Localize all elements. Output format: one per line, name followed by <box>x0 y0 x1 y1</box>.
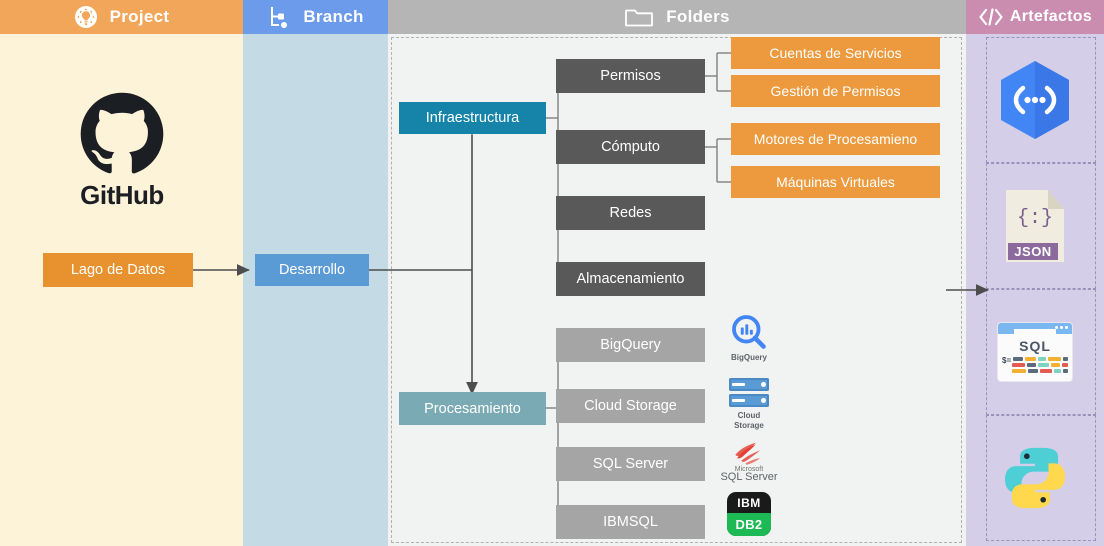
json-file-label: JSON <box>1008 243 1058 260</box>
github-wordmark: GitHub <box>80 180 164 210</box>
code-brackets-icon <box>978 6 1004 28</box>
bigquery-icon-block: BigQuery <box>722 312 776 362</box>
node-procesamiento[interactable]: Procesamiento <box>399 392 546 425</box>
node-desarrollo[interactable]: Desarrollo <box>255 254 369 286</box>
header-branch-label: Branch <box>303 7 364 26</box>
artefactos-cell-1-panel <box>986 37 1096 163</box>
node-bigquery-label: BigQuery <box>600 337 661 353</box>
artefactos-cell-2-panel <box>986 163 1096 289</box>
node-desarrollo-label: Desarrollo <box>278 262 346 278</box>
node-maquinas-virtuales-label: Máquinas Virtuales <box>776 174 895 190</box>
cloud-storage-icon-block: Cloud Storage <box>722 378 776 431</box>
node-almacenamiento-label: Almacenamiento <box>576 271 685 287</box>
node-almacenamiento[interactable]: Almacenamiento <box>556 262 705 296</box>
folder-icon <box>624 5 654 29</box>
header-artefactos-label: Artefactos <box>1009 8 1093 25</box>
node-cloud-storage[interactable]: Cloud Storage <box>556 389 705 423</box>
node-lago-de-datos[interactable]: Lago de Datos <box>43 253 193 287</box>
node-computo-label: Cómputo <box>601 139 660 155</box>
node-infraestructura-label: Infraestructura <box>425 110 520 126</box>
node-permisos[interactable]: Permisos <box>556 59 705 93</box>
sql-server-icon <box>735 442 761 465</box>
node-maquinas-virtuales[interactable]: Máquinas Virtuales <box>731 166 940 198</box>
node-ibmsql[interactable]: IBMSQL <box>556 505 705 539</box>
node-cuentas-de-servicios-label: Cuentas de Servicios <box>769 45 902 61</box>
json-file-icon: {:} JSON <box>1006 190 1064 262</box>
node-sql-server-label: SQL Server <box>592 456 669 472</box>
python-logo-icon <box>1005 447 1065 509</box>
node-infraestructura[interactable]: Infraestructura <box>399 102 546 134</box>
artefactos-item-json[interactable]: {:} JSON <box>966 163 1104 289</box>
header-branch[interactable]: Branch <box>243 0 388 34</box>
node-procesamiento-label: Procesamiento <box>424 400 521 417</box>
cloud-storage-icon <box>729 378 769 410</box>
bigquery-icon <box>732 315 766 349</box>
cloud-storage-label-line1: Cloud <box>737 411 761 420</box>
node-gestion-de-permisos[interactable]: Gestión de Permisos <box>731 75 940 107</box>
node-redes[interactable]: Redes <box>556 196 705 230</box>
node-lago-de-datos-label: Lago de Datos <box>70 262 166 278</box>
sql-server-icon-block: Microsoft SQL Server <box>718 440 780 484</box>
node-sql-server[interactable]: SQL Server <box>556 447 705 481</box>
sqlserver-name-label: SQL Server <box>720 471 778 483</box>
sql-editor-icon: SQL $= <box>998 323 1072 381</box>
gear-lightbulb-icon <box>74 5 98 29</box>
node-motores-de-procesamiento[interactable]: Motores de Procesamieno <box>731 123 940 155</box>
header-folders-label: Folders <box>666 7 730 26</box>
node-redes-label: Redes <box>609 205 652 221</box>
cloud-storage-label-line2: Storage <box>734 421 764 431</box>
node-cuentas-de-servicios[interactable]: Cuentas de Servicios <box>731 37 940 69</box>
artefactos-item-sql[interactable]: SQL $= <box>966 289 1104 415</box>
db2-name-label: DB2 <box>727 513 771 536</box>
artefactos-item-deployment[interactable] <box>966 37 1104 163</box>
header-project[interactable]: Project <box>0 0 243 34</box>
node-permisos-label: Permisos <box>600 68 661 84</box>
branch-tree-icon <box>267 5 291 29</box>
artefactos-cell-4-panel <box>986 415 1096 541</box>
node-bigquery[interactable]: BigQuery <box>556 328 705 362</box>
node-ibmsql-label: IBMSQL <box>603 514 658 530</box>
artefactos-cell-3-panel <box>986 289 1096 415</box>
github-octocat-icon <box>80 92 164 174</box>
sql-editor-label: SQL <box>1019 338 1051 354</box>
node-computo[interactable]: Cómputo <box>556 130 705 164</box>
github-logo: GitHub <box>72 90 172 211</box>
header-artefactos[interactable]: Artefactos <box>966 0 1104 34</box>
project-column-background <box>0 34 243 546</box>
db2-ibm-label: IBM <box>737 495 761 510</box>
ibm-db2-icon: IBM DB2 <box>727 492 771 536</box>
bigquery-label: BigQuery <box>730 353 767 362</box>
node-cloud-storage-label: Cloud Storage <box>584 398 677 414</box>
node-gestion-de-permisos-label: Gestión de Permisos <box>770 83 901 99</box>
node-motores-de-procesamiento-label: Motores de Procesamieno <box>753 131 918 147</box>
cloud-deployment-icon <box>1001 61 1069 139</box>
ibm-db2-icon-block: IBM DB2 <box>727 492 771 536</box>
branch-column-background <box>243 34 388 546</box>
header-project-label: Project <box>109 7 170 26</box>
header-folders[interactable]: Folders <box>388 0 966 34</box>
artefactos-item-python[interactable] <box>966 415 1104 541</box>
sqlserver-brand-label: Microsoft <box>734 466 764 473</box>
